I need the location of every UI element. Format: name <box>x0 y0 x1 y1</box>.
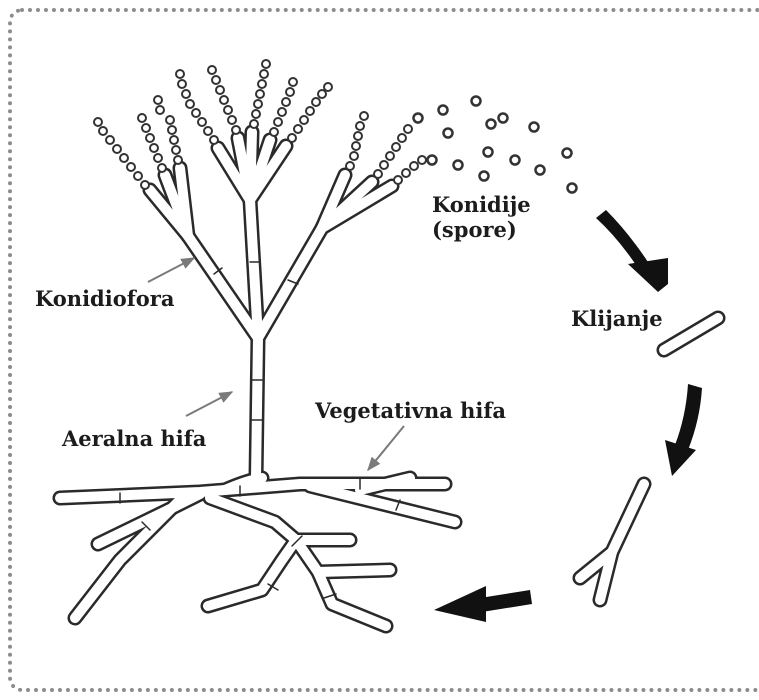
arrow-to-germination <box>596 210 668 292</box>
label-klijanje: Klijanje <box>571 306 663 331</box>
arrow-germination-down <box>665 384 702 476</box>
label-vegetativna-hifa: Vegetativna hifa <box>315 398 506 423</box>
label-konidije-line1: Konidije <box>432 192 531 217</box>
pointer-aeralna-hifa <box>186 392 232 416</box>
pointer-vegetativna-hifa <box>368 426 404 470</box>
label-konidije-line2: (spore) <box>432 217 531 242</box>
label-konidiofora: Konidiofora <box>35 286 174 311</box>
arrow-back-to-mycelium <box>434 586 532 622</box>
label-aeralna-hifa: Aeralna hifa <box>62 426 206 451</box>
label-konidije: Konidije (spore) <box>432 192 531 242</box>
hyphae <box>60 132 718 626</box>
pointer-konidiofora <box>148 258 194 282</box>
free-conidia <box>414 97 577 193</box>
